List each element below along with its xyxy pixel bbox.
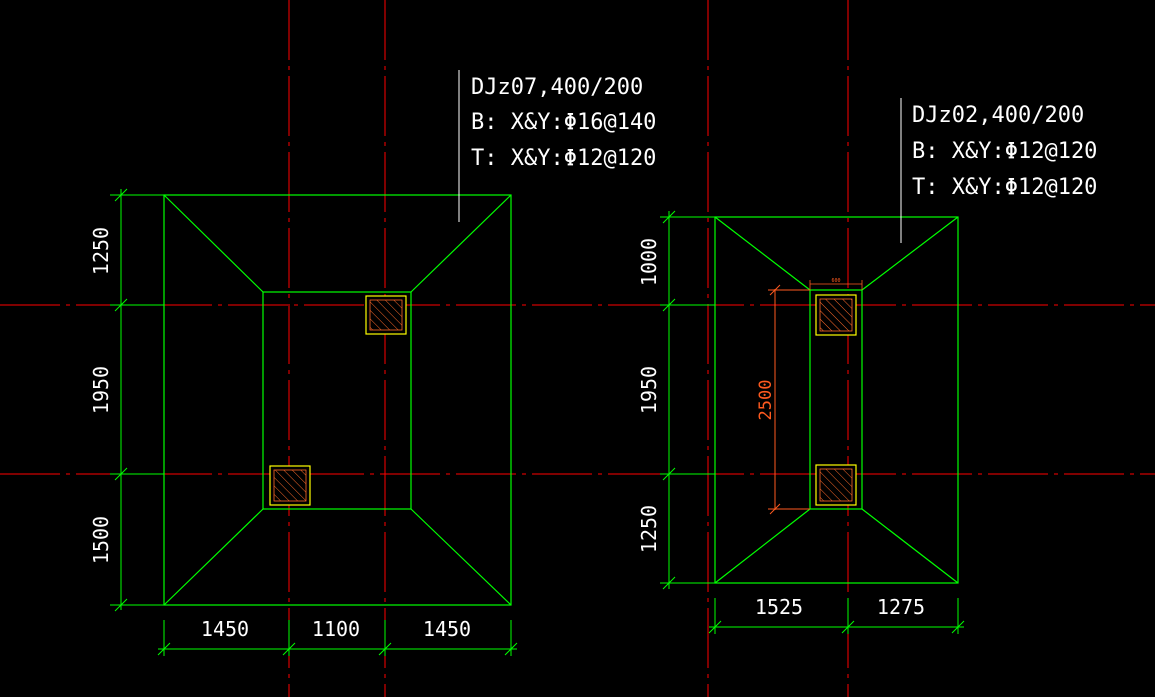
footing-right-slope-bl bbox=[714, 508, 811, 584]
footing-left-dim-h1: 1450 bbox=[201, 617, 249, 641]
footing-right-inner-dim bbox=[768, 284, 810, 515]
footing-left-dim-v1: 1250 bbox=[89, 227, 113, 275]
footing-left-dim-h3: 1450 bbox=[423, 617, 471, 641]
footing-left-dim-v3: 1500 bbox=[89, 516, 113, 564]
footing-right-tiny-dim-text: 600 bbox=[831, 278, 840, 284]
footing-right-label-line3: T: X&Y:Φ12@120 bbox=[912, 175, 1097, 200]
footing-right-inner-dim-text: 2500 bbox=[756, 380, 776, 421]
footing-right[interactable]: 600 2500 DJz02,400/200 B: X&Y:Φ12@120 T:… bbox=[637, 98, 1097, 634]
footing-right-slope-br bbox=[861, 508, 959, 584]
footing-right-label-line2: B: X&Y:Φ12@120 bbox=[912, 139, 1097, 164]
footing-left-label-line1: DJz07,400/200 bbox=[471, 75, 643, 100]
footing-left-slope-tr bbox=[410, 194, 512, 293]
footing-right-dim-vertical bbox=[660, 210, 715, 590]
footing-right-label-line1: DJz02,400/200 bbox=[912, 103, 1084, 128]
footing-left-dim-h2: 1100 bbox=[312, 617, 360, 641]
footing-right-dim-v2: 1950 bbox=[637, 366, 661, 414]
footing-left-outline bbox=[163, 194, 512, 606]
footing-left-slope-bl bbox=[163, 508, 264, 606]
footing-left-label[interactable]: DJz07,400/200 B: X&Y:Φ16@140 T: X&Y:Φ12@… bbox=[471, 75, 656, 171]
footing-left-label-line2: B: X&Y:Φ16@140 bbox=[471, 110, 656, 135]
footing-left-outer-rect bbox=[163, 194, 512, 606]
footing-left-dim-horizontal bbox=[157, 620, 518, 656]
footing-right-tiny-dim bbox=[809, 280, 863, 290]
footing-right-column-lower[interactable] bbox=[815, 464, 857, 506]
footing-left-dim-vertical bbox=[110, 188, 164, 612]
footing-right-outer-rect bbox=[714, 216, 959, 584]
footing-right-slope-tr bbox=[861, 216, 959, 291]
footing-left-column-lower[interactable] bbox=[269, 465, 311, 506]
footing-right-label[interactable]: DJz02,400/200 B: X&Y:Φ12@120 T: X&Y:Φ12@… bbox=[912, 103, 1097, 200]
footing-right-dim-v3: 1250 bbox=[637, 505, 661, 553]
footing-right-dim-horizontal bbox=[708, 598, 965, 634]
footing-left-dim-v2: 1950 bbox=[89, 366, 113, 414]
footing-left-column-upper[interactable] bbox=[365, 295, 407, 335]
footing-left-inner-rect bbox=[262, 291, 412, 510]
footing-right-dim-h2: 1275 bbox=[877, 595, 925, 619]
footing-left-label-line3: T: X&Y:Φ12@120 bbox=[471, 146, 656, 171]
footing-right-slope-tl bbox=[714, 216, 811, 291]
footing-left-slope-tl bbox=[163, 194, 264, 293]
footing-right-dim-v1: 1000 bbox=[637, 238, 661, 286]
footing-right-outline bbox=[714, 216, 959, 584]
footing-right-inner-rect bbox=[809, 289, 863, 510]
footing-left-slope-br bbox=[410, 508, 512, 606]
footing-right-column-upper[interactable] bbox=[815, 294, 857, 336]
footing-left[interactable]: DJz07,400/200 B: X&Y:Φ16@140 T: X&Y:Φ12@… bbox=[89, 70, 656, 656]
footing-right-dim-h1: 1525 bbox=[755, 595, 803, 619]
